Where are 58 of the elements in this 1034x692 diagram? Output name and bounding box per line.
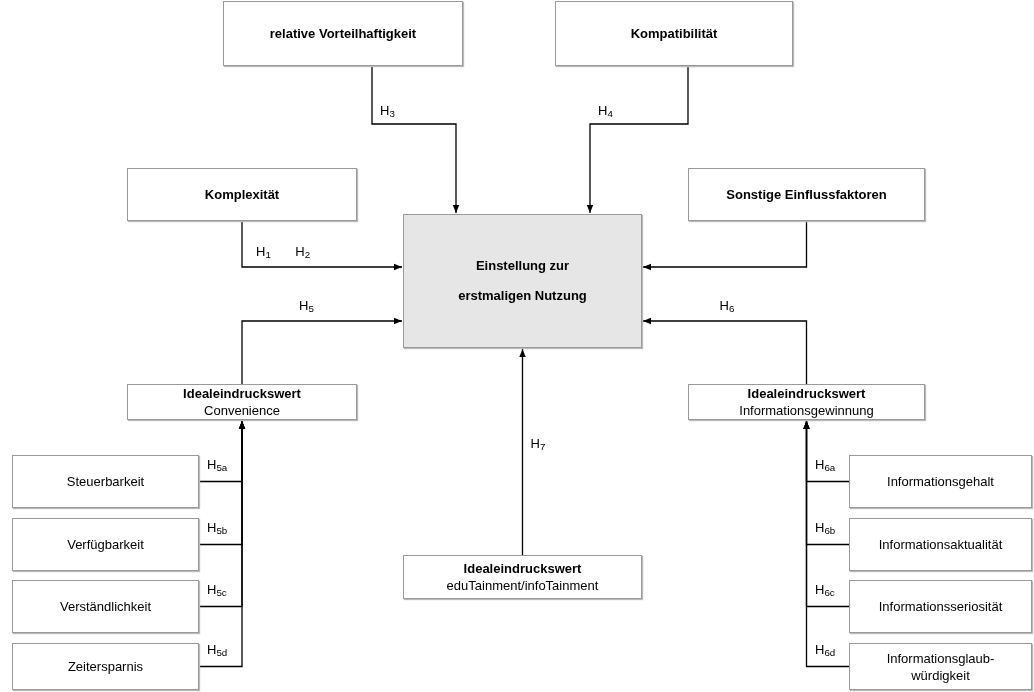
box-subtitle: Informationsgewinnung xyxy=(739,402,874,419)
box-title: Informationsgehalt xyxy=(887,473,994,490)
construct-box xyxy=(403,555,642,599)
arrow xyxy=(803,420,850,668)
box-title: Komplexität xyxy=(204,186,280,203)
box-title: relative Vorteilhaftigkeit xyxy=(269,25,417,42)
edge-label: H$_{5c}$ xyxy=(207,582,227,596)
arrow xyxy=(586,65,689,214)
construct-box xyxy=(223,1,463,66)
arrow xyxy=(371,65,460,214)
edge-label: H$_{5a}$ xyxy=(207,457,228,471)
arrow xyxy=(642,317,808,385)
arrow xyxy=(241,220,403,271)
construct-box xyxy=(127,384,357,420)
construct-box xyxy=(688,384,925,420)
box-title: Informationsaktualität xyxy=(878,536,1003,553)
box-title: Einstellung zur erstmaligen Nutzung xyxy=(457,257,588,305)
edge-label: H$_{6d}$ xyxy=(815,642,836,656)
construct-box xyxy=(849,455,1032,508)
box-title: Kompatibilität xyxy=(630,25,718,42)
arrow xyxy=(642,220,808,271)
construct-box xyxy=(12,518,199,571)
arrow xyxy=(198,420,246,668)
box-title: Informationsglaub- würdigkeit xyxy=(885,649,996,684)
arrow xyxy=(241,317,403,385)
edge-label: H$_{5d}$ xyxy=(207,642,228,656)
box-title: Idealeindruckswert xyxy=(747,385,866,402)
edge-label: H$_{5}$ xyxy=(299,299,314,312)
construct-box xyxy=(849,580,1032,633)
construct-box xyxy=(688,168,925,221)
construct-box xyxy=(12,643,199,690)
box-title: Verständlichkeit xyxy=(59,598,152,615)
construct-box xyxy=(849,643,1032,690)
construct-box xyxy=(12,580,199,633)
edge-label: H$_{6c}$ xyxy=(815,582,835,596)
edge-label: H$_{5b}$ xyxy=(207,520,228,534)
box-title: Zeitersparnis xyxy=(67,658,144,675)
box-title: Idealeindruckswert xyxy=(463,560,582,577)
construct-box xyxy=(127,168,357,221)
arrow xyxy=(519,348,526,556)
box-title: Idealeindruckswert xyxy=(183,385,301,402)
construct-box xyxy=(555,1,793,66)
construct-box xyxy=(849,518,1032,571)
edge-label: H$_{3}$ xyxy=(380,104,395,117)
box-title: Informationsseriosität xyxy=(878,598,1003,615)
edge-label: H$_{6b}$ xyxy=(815,520,836,534)
box-subtitle: eduTainment/infoTainment xyxy=(446,577,599,594)
box-title: Sonstige Einflussfaktoren xyxy=(726,186,887,203)
construct-box xyxy=(12,455,199,508)
edge-label: H$_{6a}$ xyxy=(815,457,836,471)
central-construct-box xyxy=(403,214,642,348)
box-title: Steuerbarkeit xyxy=(66,473,145,490)
box-subtitle: Convenience xyxy=(204,402,280,419)
edge-label: H$_{1}$ H$_{2}$ xyxy=(256,245,311,258)
edge-label: H$_{4}$ xyxy=(598,104,613,117)
box-title: Verfügbarkeit xyxy=(67,536,144,553)
edge-label: H$_{6}$ xyxy=(719,299,735,312)
edge-label: H$_{7}$ xyxy=(530,437,546,450)
